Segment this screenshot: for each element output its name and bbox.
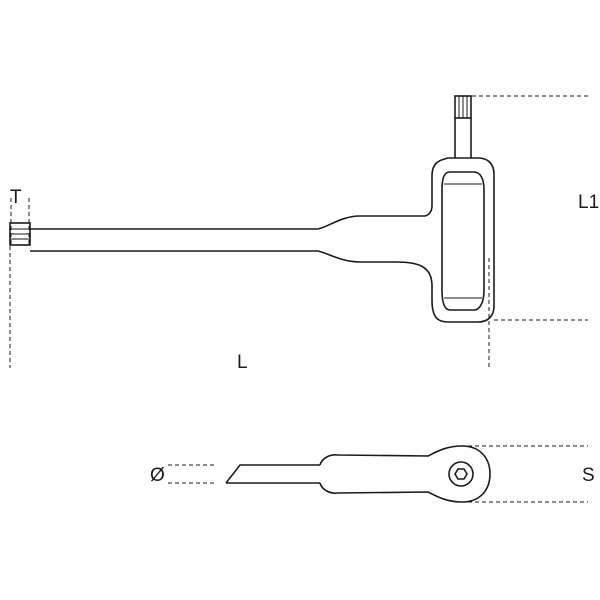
hex-socket-icon <box>448 461 474 487</box>
dimension-l-label: L <box>237 352 248 373</box>
short-arm-torx-tip-icon <box>454 95 472 119</box>
shaft-torx-tip-icon <box>9 222 31 246</box>
dimension-s: S <box>468 445 595 503</box>
plan-handle <box>319 445 491 503</box>
plan-view: Ø S <box>150 445 595 503</box>
dimension-t: T <box>10 187 30 246</box>
handle-grip-inset <box>441 171 485 311</box>
dimension-diameter-label: Ø <box>150 465 165 486</box>
t-handle <box>317 157 495 323</box>
dimension-l: L <box>9 246 490 373</box>
dimension-l1: L1 <box>472 95 599 321</box>
front-view: T L1 L <box>9 95 599 373</box>
plan-shaft <box>225 464 320 484</box>
dimension-t-label: T <box>10 187 22 208</box>
short-arm <box>454 118 472 158</box>
dimension-l1-label: L1 <box>578 192 599 213</box>
shaft <box>30 228 318 252</box>
dimension-diameter: Ø <box>150 464 216 486</box>
dimension-s-label: S <box>582 465 595 486</box>
